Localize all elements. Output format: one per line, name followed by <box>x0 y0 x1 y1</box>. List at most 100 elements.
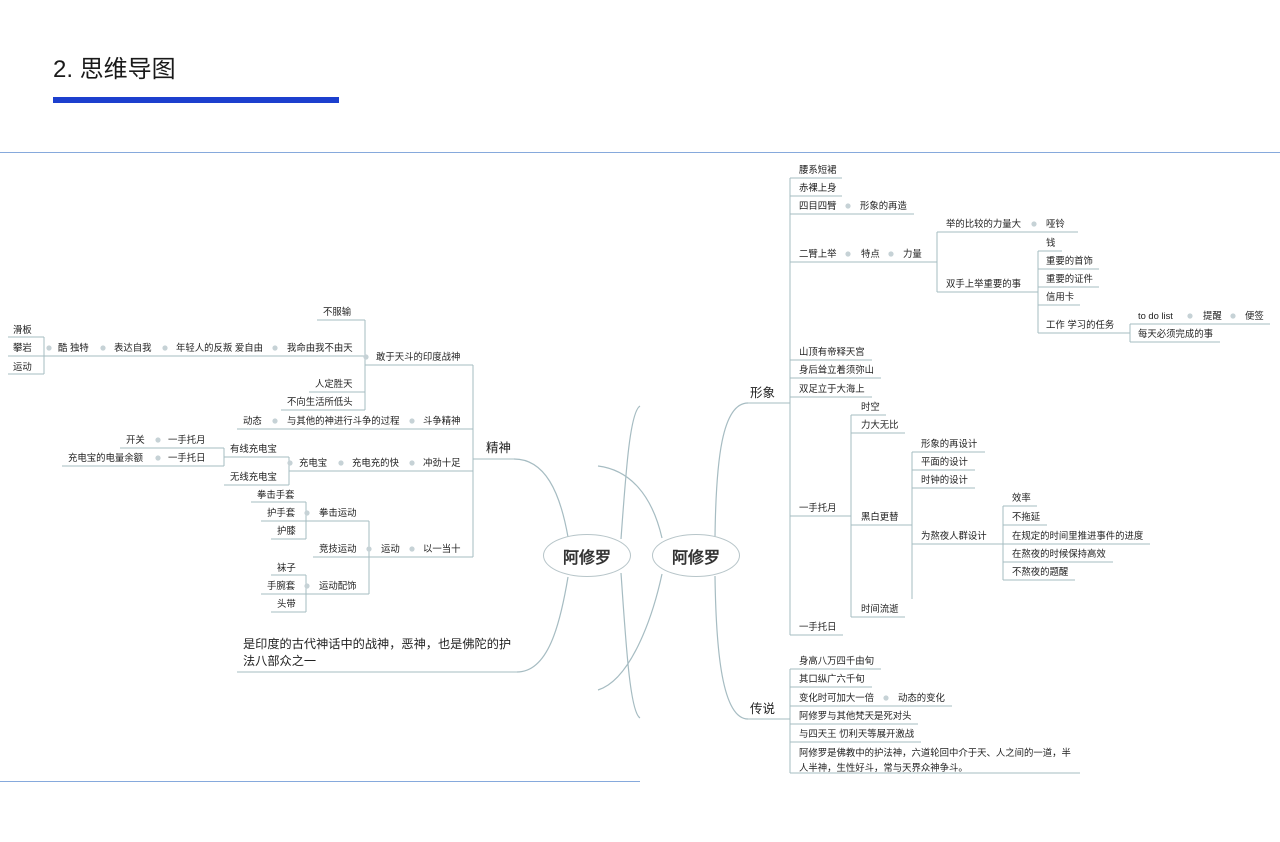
node-skateboard: 滑板 <box>13 324 32 335</box>
joint-dot <box>272 418 278 424</box>
node-redesign: 形象的再设计 <box>921 438 978 449</box>
node-sun-in-hand-left: 一手托日 <box>168 452 206 463</box>
joint-dot <box>363 354 369 360</box>
node-never-bow: 不向生活所低头 <box>287 396 353 407</box>
node-one-vs-ten: 以一当十 <box>423 543 461 554</box>
node-wired-power-bank: 有线充电宝 <box>230 443 277 454</box>
node-jewelry: 重要的首饰 <box>1046 255 1093 266</box>
node-sports: 运动 <box>13 361 32 372</box>
node-wireless-power-bank: 无线充电宝 <box>230 471 277 482</box>
node-no-procrastination: 不拖延 <box>1012 511 1041 522</box>
node-wristbands: 手腕套 <box>267 580 296 591</box>
center-node-left-label: 阿修罗 <box>562 549 611 567</box>
joint-dot <box>845 251 851 257</box>
node-todo-list: to do list <box>1138 310 1173 321</box>
node-hand-guards: 护手套 <box>267 507 296 518</box>
joint-dot <box>338 460 344 466</box>
node-work-study-tasks: 工作 学习的任务 <box>1046 319 1115 330</box>
node-mount-sumeru: 身后耸立着须弥山 <box>799 364 875 375</box>
center-node-right: 阿修罗 <box>652 534 740 577</box>
node-battle: 与四天王 忉利天等展开激战 <box>799 728 915 739</box>
node-on-schedule: 在规定的时间里推进事件的进度 <box>1012 530 1144 541</box>
center-node-left: 阿修罗 <box>543 534 631 577</box>
node-fearless-warrior: 敢于天斗的印度战神 <box>376 351 461 362</box>
branch-spirit: 精神 <box>486 441 512 455</box>
top-rule <box>0 152 1280 153</box>
branch-legend: 传说 <box>750 702 776 716</box>
node-money: 钱 <box>1046 237 1056 248</box>
node-double-size: 变化时可加大一倍 <box>799 692 875 703</box>
bottom-rule <box>0 781 640 782</box>
node-boxing-gloves: 拳击手套 <box>257 489 295 500</box>
node-reshaped-image: 形象的再造 <box>860 200 907 211</box>
title-accent-bar <box>53 97 339 103</box>
node-fast-charge: 充电充的快 <box>352 457 399 468</box>
node-full-drive: 冲劲十足 <box>423 457 461 468</box>
node-space-time: 时空 <box>861 401 880 412</box>
node-day-night: 黑白更替 <box>861 511 899 522</box>
branch-curve <box>620 572 641 719</box>
node-knee-pads: 护膝 <box>277 525 296 536</box>
node-description: 是印度的古代神话中的战神，恶神，也是佛陀的护法八部众之一 <box>243 637 512 668</box>
node-documents: 重要的证件 <box>1046 273 1093 284</box>
node-never-give-up: 不服输 <box>323 306 352 317</box>
node-arms-raised: 二臂上举 <box>799 248 837 259</box>
node-stay-efficient: 在熬夜的时候保持高效 <box>1012 548 1106 559</box>
node-bare-upper: 赤裸上身 <box>799 182 837 193</box>
node-socks: 袜子 <box>277 562 296 573</box>
node-lift-strength: 举的比较的力量大 <box>946 218 1022 229</box>
node-night-owl-design: 为熬夜人群设计 <box>921 530 987 541</box>
branch-curve <box>714 575 749 720</box>
node-power-bank: 充电宝 <box>299 457 328 468</box>
node-climbing: 攀岩 <box>13 342 32 353</box>
joint-dot <box>366 546 372 552</box>
node-dynamic: 动态 <box>243 415 262 426</box>
node-four-eyes-arms: 四目四臂 <box>799 200 837 211</box>
node-fighting-spirit: 斗争精神 <box>423 415 461 426</box>
node-mouth: 其口纵广六千旬 <box>799 673 865 684</box>
node-rival: 阿修罗与其他梵天是死对头 <box>799 710 912 721</box>
joint-dot <box>162 345 168 351</box>
branch-curve <box>597 465 663 539</box>
branch-curve <box>714 402 749 538</box>
node-heaven-palace: 山顶有帝释天宫 <box>799 346 865 357</box>
node-buddhism: 阿修罗是佛教中的护法神，六道轮回中介于天、人之间的一道，半人半神，生性好斗，常与… <box>799 747 1071 773</box>
node-boxing: 拳击运动 <box>319 507 357 518</box>
branch-curve <box>513 458 569 538</box>
node-credit-card: 信用卡 <box>1046 291 1075 302</box>
joint-dot <box>409 546 415 552</box>
node-no-late-night: 不熬夜的题醒 <box>1012 566 1069 577</box>
branch-curve <box>620 405 641 540</box>
node-feet-on-sea: 双足立于大海上 <box>799 383 865 394</box>
joint-dot <box>883 695 889 701</box>
joint-dot <box>272 345 278 351</box>
node-height: 身高八万四千由旬 <box>799 655 875 666</box>
node-man-conquers-heaven: 人定胜天 <box>315 378 353 389</box>
joint-dot <box>100 345 106 351</box>
node-competitive-sport: 竞技运动 <box>319 543 357 554</box>
node-cool-unique: 酷 独特 <box>58 342 89 353</box>
node-dynamic-change: 动态的变化 <box>898 692 945 703</box>
node-dumbbell: 哑铃 <box>1046 218 1065 229</box>
branch-curve <box>597 573 663 691</box>
node-sticky-note: 便签 <box>1245 310 1264 321</box>
node-self-expression: 表达自我 <box>114 342 152 353</box>
joint-dot <box>409 418 415 424</box>
branch-curve <box>516 576 569 673</box>
slide-title: 2. 思维导图 <box>53 56 176 83</box>
joint-dot <box>409 460 415 466</box>
node-sport: 运动 <box>381 543 400 554</box>
node-youth-rebel: 年轻人的反叛 爱自由 <box>176 342 263 353</box>
joint-dot <box>46 345 52 351</box>
joint-dot <box>304 583 310 589</box>
node-mighty: 力大无比 <box>861 419 899 430</box>
node-fighting-process: 与其他的神进行斗争的过程 <box>287 415 400 426</box>
node-feature: 特点 <box>861 248 880 259</box>
node-headband: 头带 <box>277 598 296 609</box>
joint-dot <box>304 510 310 516</box>
joint-dot <box>155 455 161 461</box>
joint-dot <box>888 251 894 257</box>
node-strength: 力量 <box>903 248 922 259</box>
